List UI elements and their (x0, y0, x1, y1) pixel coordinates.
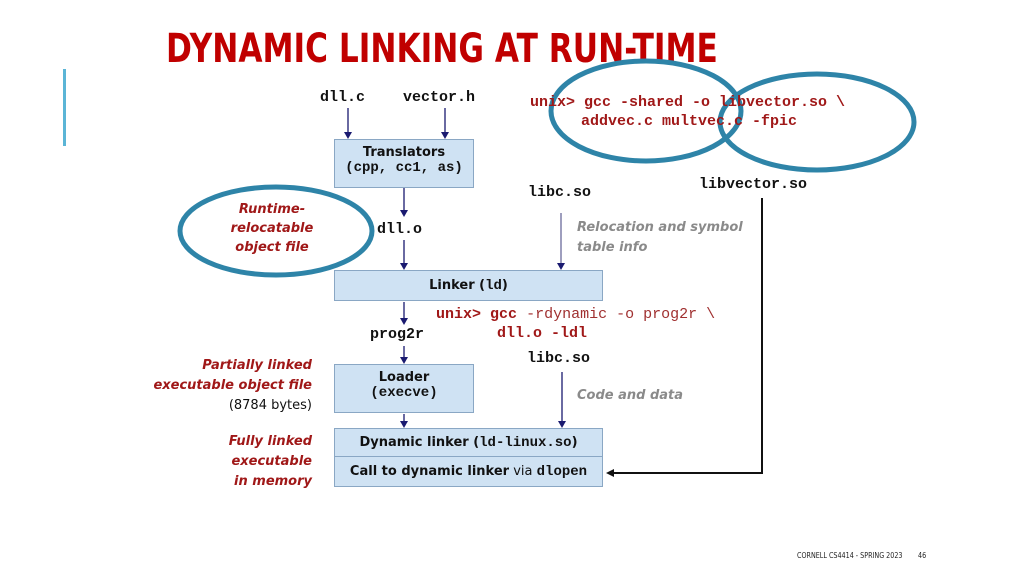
arrow-libc-to-linker (557, 213, 565, 270)
shared-lib-command-line2: addvec.c multvec.c -fpic (581, 113, 798, 130)
dlopen-box: Call to dynamic linker via dlopen (334, 456, 603, 487)
arrow-prog2r-to-loader (400, 346, 408, 364)
footer-course: CORNELL CS4414 - SPRING 2023 (797, 551, 903, 560)
arrow-linker-to-prog2r (400, 302, 408, 325)
header-file-label: vector.h (403, 89, 476, 106)
linker-box: Linker (ld) (334, 270, 603, 301)
source-file-label: dll.c (320, 89, 366, 106)
arrow-vectorh-to-translators (441, 108, 449, 139)
translators-tools: (cpp, cc1, as) (345, 160, 463, 176)
link-command-line1: unix> gcc -rdynamic -o prog2r \ (436, 306, 716, 323)
executable-label: prog2r (370, 326, 425, 343)
loader-title: Loader (378, 370, 430, 385)
arrow-dllc-to-translators (344, 108, 352, 139)
loader-tool: (execve) (370, 385, 438, 401)
translators-box: Translators (cpp, cc1, as) (334, 139, 474, 188)
slide-title: DYNAMIC LINKING AT RUN-TIME (166, 26, 718, 72)
libvector-label: libvector.so (699, 176, 808, 193)
dynamic-linker-box: Dynamic linker (ld-linux.so) (334, 428, 603, 457)
accent-bar (63, 69, 66, 146)
libc-bottom-label: libc.so (527, 350, 591, 367)
link-command-line2: dll.o -ldl (497, 325, 588, 342)
translators-title: Translators (362, 145, 446, 160)
arrow-dllo-to-linker (400, 240, 408, 270)
loader-box: Loader (execve) (334, 364, 474, 413)
shared-lib-command-line1: unix> gcc -shared -o libvector.so \ (530, 94, 846, 111)
arrow-loader-to-dynlinker (400, 414, 408, 428)
arrow-libc-to-dynlinker (558, 372, 566, 428)
relocation-note: Relocation and symbol table info (577, 220, 743, 255)
runtime-relocatable-note: Runtime- relocatable object file (230, 202, 314, 255)
partially-linked-note: Partially linked executable object file … (153, 358, 312, 413)
code-data-note: Code and data (577, 388, 684, 403)
page-number: 46 (918, 551, 927, 560)
fully-linked-note: Fully linked executable in memory (228, 434, 312, 489)
object-file-label: dll.o (377, 221, 423, 238)
arrow-translators-to-dllo (400, 188, 408, 217)
libc-top-label: libc.so (528, 184, 592, 201)
